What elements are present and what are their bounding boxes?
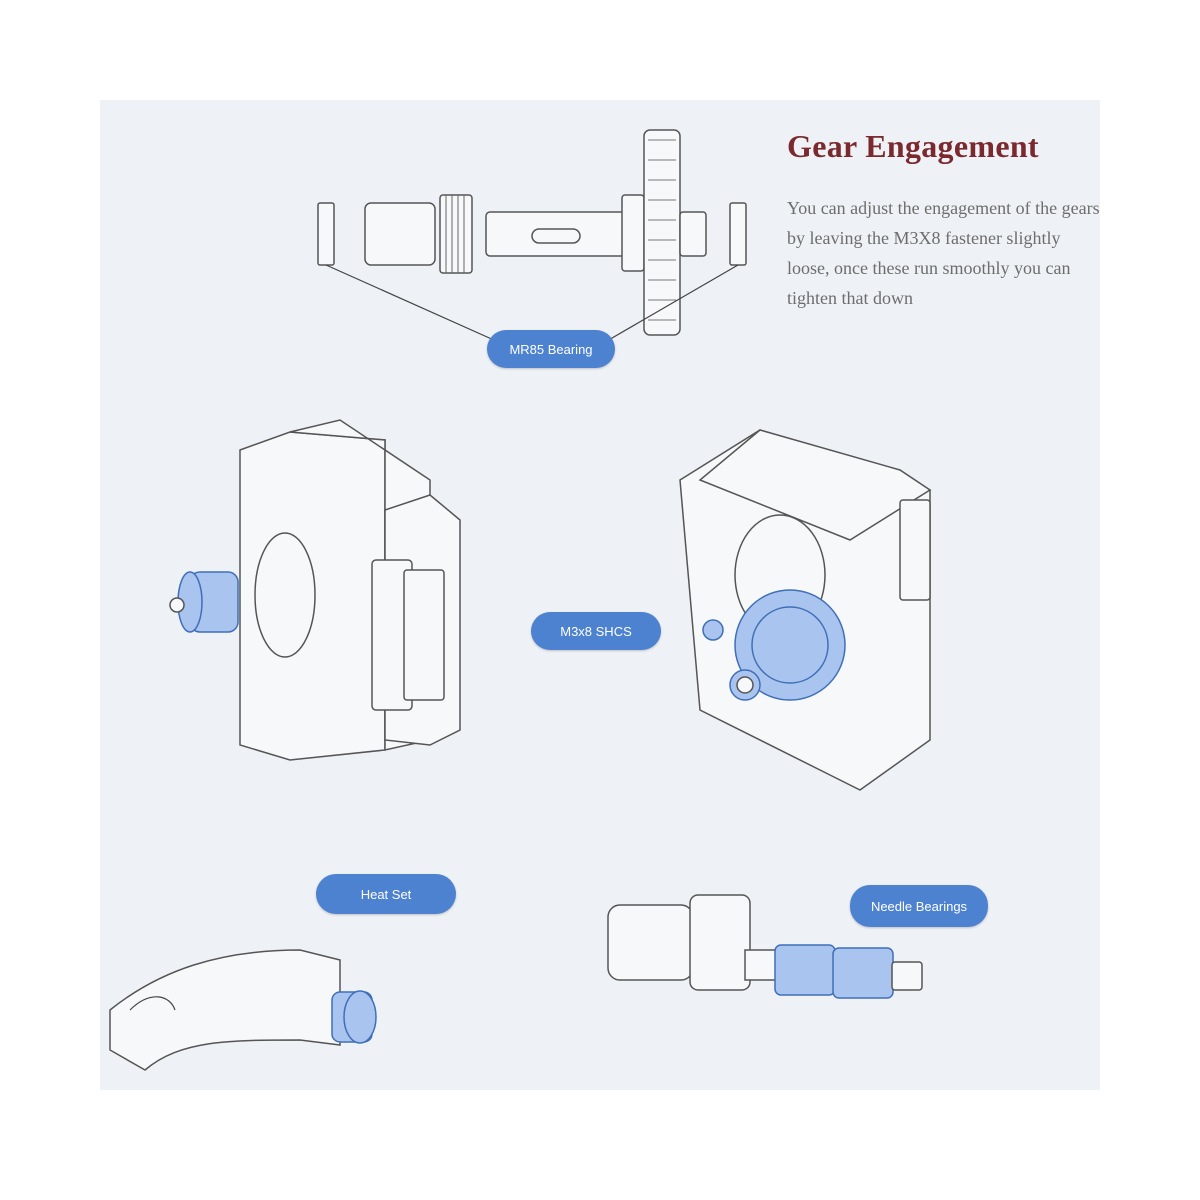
extruder-arm bbox=[109, 949, 377, 1071]
label-heat-set: Heat Set bbox=[316, 874, 456, 914]
description-text: You can adjust the engagement of the gea… bbox=[787, 198, 1100, 308]
gear-shaft-assembly bbox=[317, 129, 747, 346]
stepper-motor-left bbox=[169, 419, 461, 761]
label-needle-bearings: Needle Bearings bbox=[850, 885, 988, 927]
needle-bearing-shaft bbox=[607, 894, 923, 999]
heading-gear-engagement: Gear Engagement bbox=[787, 128, 1039, 164]
label-m3x8-shcs: M3x8 SHCS bbox=[531, 612, 661, 650]
stepper-motor-right bbox=[679, 429, 932, 791]
label-mr85-bearing: MR85 Bearing bbox=[487, 330, 615, 368]
